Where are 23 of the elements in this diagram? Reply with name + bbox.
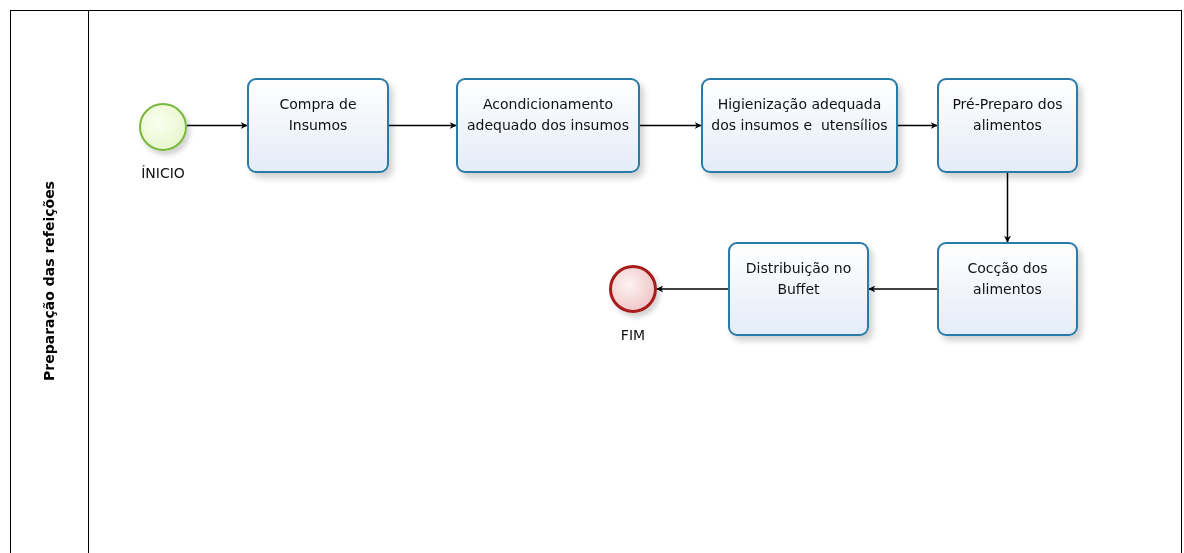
task-label: Higienização adequada dos insumos e utensílios bbox=[710, 95, 889, 135]
task-label: Pré-Preparo dos alimentos bbox=[951, 95, 1064, 135]
lane-label: Preparação das refeições bbox=[41, 181, 57, 381]
arrow bbox=[868, 285, 938, 293]
arrow bbox=[388, 122, 457, 129]
task-label: Acondicionamento adequado dos insumos bbox=[466, 95, 630, 135]
arrow bbox=[1004, 172, 1011, 243]
arrow bbox=[186, 122, 248, 129]
arrow bbox=[897, 122, 938, 129]
task-label: Cocção dos alimentos bbox=[966, 259, 1049, 299]
swimlane-pool bbox=[10, 10, 1182, 553]
arrow bbox=[639, 122, 702, 129]
task-box bbox=[728, 242, 869, 336]
event-label: FIM bbox=[620, 327, 646, 343]
arrow bbox=[656, 285, 729, 293]
task-box bbox=[937, 78, 1078, 173]
task-box bbox=[701, 78, 898, 173]
task-box bbox=[456, 78, 640, 173]
event-label: ÍNICIO bbox=[141, 165, 185, 181]
task-label: Distribuição no Buffet bbox=[744, 259, 853, 299]
task-box bbox=[247, 78, 389, 173]
task-label: Compra de Insumos bbox=[278, 95, 358, 135]
task-box bbox=[937, 242, 1078, 336]
